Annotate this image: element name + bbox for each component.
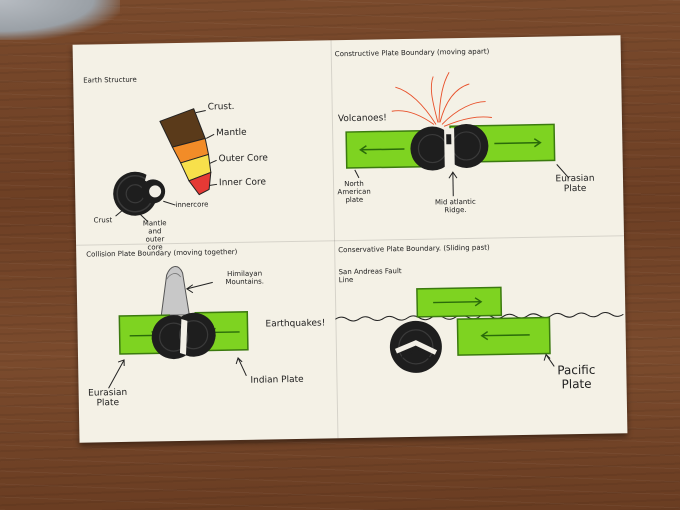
label-mantle-outer-core: Mantle and outer core — [142, 219, 167, 252]
label-volcanoes: Volcanoes! — [337, 113, 387, 125]
label-inner-core: Inner Core — [218, 177, 267, 189]
label-earthquakes: Earthquakes! — [265, 318, 326, 330]
label-mid-atlantic-ridge: Mid atlantic Ridge. — [434, 197, 476, 215]
poster-sheet: Earth Structure Crust. Mantle Outer Core… — [72, 35, 628, 443]
fault-line-icon — [335, 312, 624, 322]
eruption-icon — [391, 72, 492, 127]
label-eurasian-plate: Eurasian Plate — [555, 173, 595, 195]
label-mantle: Mantle — [216, 127, 247, 139]
drawings — [108, 72, 624, 389]
background-object — [0, 0, 120, 40]
cookie-ridge-model — [410, 123, 489, 171]
cookie-fault-model — [389, 320, 442, 373]
constructive-drawing — [345, 72, 570, 197]
label-pacific-plate: Pacific Plate — [557, 362, 596, 392]
collision-drawing — [108, 266, 249, 389]
label-indian-plate: Indian Plate — [250, 374, 304, 386]
conservative-drawing — [335, 286, 624, 373]
label-outer-core: Outer Core — [218, 153, 268, 165]
cookie-earth-model — [113, 171, 166, 216]
mountain-icon — [160, 266, 190, 316]
earth-structure-drawing — [113, 108, 218, 222]
earth-layers-cone-icon — [159, 108, 212, 196]
label-san-andreas-fault-line: San Andreas Fault Line — [338, 267, 402, 285]
cookie-collision-model — [151, 312, 216, 360]
label-crust-top: Crust. — [207, 101, 235, 113]
label-himalayan-mountains: Himilayan Mountains. — [225, 269, 265, 287]
pacific-plate-sliding — [456, 316, 551, 356]
label-inner-core-small: innercore — [175, 200, 209, 210]
label-north-american-plate: North American plate — [337, 179, 371, 205]
label-eurasian-plate-collision: Eurasian Plate — [88, 387, 128, 409]
label-crust-left: Crust — [93, 216, 113, 225]
earth-structure-title: Earth Structure — [83, 75, 137, 85]
